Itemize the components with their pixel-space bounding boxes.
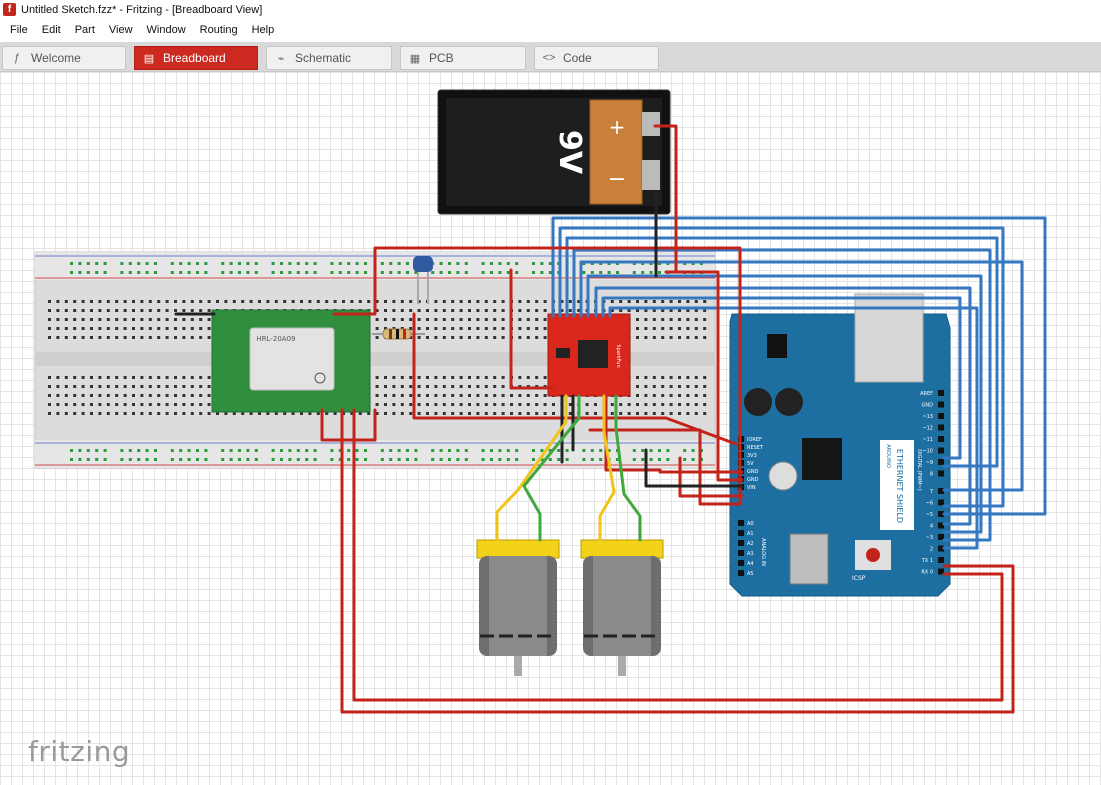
power-pin-label: GND [747,477,759,483]
digital-pin-label: 7 [930,489,933,495]
digital-pin-label: TX 1 [921,558,933,564]
digital-pin-label: GND [922,403,934,409]
battery-9v[interactable]: + − 9V [437,89,671,215]
battery-plus-label: + [609,115,626,139]
welcome-icon: ƒ [13,52,21,64]
menu-window[interactable]: Window [146,24,186,36]
menu-edit[interactable]: Edit [41,24,61,36]
analog-pin-label: A1 [747,531,754,537]
bluetooth-module[interactable]: HRL-20A09 [211,309,371,413]
motor-driver[interactable]: SparkFun [547,313,631,397]
code-icon: <> [542,52,556,64]
digital-pin-label: 4 [930,524,933,530]
fritzing-watermark: fritzing [28,735,131,768]
bt-module-label: HRL-20A09 [256,335,295,343]
schematic-icon: ⌁ [277,52,285,65]
digital-pin-label: ~3 [926,535,933,541]
breadboard-canvas[interactable]: + − 9V HRL-20A09 [0,72,1101,785]
dc-motor-right[interactable] [580,539,664,676]
digital-pin-label: 8 [930,472,933,478]
digital-pin-label: ~6 [926,501,933,507]
menu-file[interactable]: File [10,24,28,36]
digital-header-label: DIGITAL (PWM~) [916,449,922,491]
tab-welcome-label: Welcome [31,51,81,65]
digital-pin-label: ~13 [922,414,933,420]
fritzing-app-icon: f [3,3,16,16]
tab-code[interactable]: <> Code [534,46,659,70]
circuit-drawing: + − 9V HRL-20A09 [34,89,1047,714]
tab-pcb-label: PCB [429,51,454,65]
digital-pin-label: ~11 [922,437,933,443]
analog-pin-label: A3 [747,551,754,557]
digital-pin-label: ~12 [922,426,933,432]
menu-part[interactable]: Part [74,24,95,36]
battery-minus-label: − [608,167,626,192]
tab-breadboard-label: Breadboard [163,51,226,65]
window-title: Untitled Sketch.fzz* - Fritzing - [Bread… [21,3,263,16]
wires [174,124,1047,714]
tab-welcome[interactable]: ƒ Welcome [2,46,126,70]
menu-view[interactable]: View [108,24,133,36]
motor-driver-label: SparkFun [615,344,621,367]
resistor[interactable] [372,328,425,340]
power-pin-label: 3V3 [747,453,757,459]
tab-schematic-label: Schematic [295,51,352,65]
power-pin-label: VIN [747,485,756,491]
power-pin-label: 5V [747,461,754,467]
shield-name: ETHERNET SHIELD [895,449,904,523]
tab-breadboard[interactable]: ▤ Breadboard [134,46,258,70]
analog-pin-label: A4 [747,561,754,567]
power-pin-label: IOREF [747,437,762,443]
digital-pin-label: ~10 [922,449,933,455]
breadboard-icon: ▤ [143,52,155,65]
view-tab-bar: ƒ Welcome ▤ Breadboard ⌁ Schematic ▦ PCB… [0,42,1101,72]
dc-motor-left[interactable] [476,539,560,676]
analog-pin-label: A2 [747,541,754,547]
analog-header-label: ANALOG IN [760,538,766,566]
tab-schematic[interactable]: ⌁ Schematic [266,46,392,70]
digital-pin-label: ~5 [926,512,933,518]
analog-pin-label: A0 [747,521,754,527]
digital-pin-label: RX 0 [921,570,933,576]
menu-routing[interactable]: Routing [199,24,238,36]
title-bar: f Untitled Sketch.fzz* - Fritzing - [Bre… [0,0,1101,19]
arduino-ethernet-shield[interactable]: ETHERNET SHIELD ARDUINO ICSP DIGITAL (PW… [729,293,951,597]
icsp-label: ICSP [852,575,866,582]
menu-bar: File Edit Part View Window Routing Help [0,19,1101,42]
analog-pin-label: A5 [747,571,754,577]
power-pin-label: RESET [747,445,764,451]
shield-brand: ARDUINO [885,444,891,468]
digital-pin-label: 2 [930,547,933,553]
menu-help[interactable]: Help [251,24,275,36]
digital-pin-label: AREF [920,391,933,397]
tab-pcb[interactable]: ▦ PCB [400,46,526,70]
digital-pin-label: ~9 [926,460,933,466]
capacitor[interactable] [413,256,433,304]
battery-voltage-label: 9V [552,130,587,175]
tab-code-label: Code [563,51,592,65]
pcb-icon: ▦ [409,52,421,65]
power-pin-label: GND [747,469,759,475]
